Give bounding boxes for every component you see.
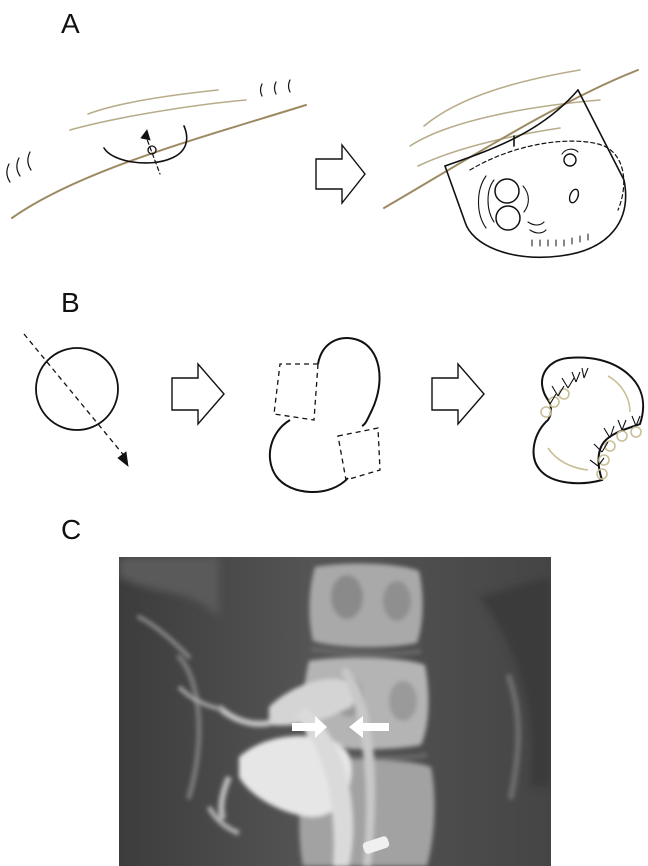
direction-arrowhead <box>141 130 150 140</box>
suture-knot <box>559 389 569 399</box>
lower-half-outline <box>270 420 348 492</box>
skin-fold-line <box>70 100 246 130</box>
panel-label-a: A <box>61 10 80 38</box>
initial-incision-sketch <box>7 80 306 218</box>
everted-flap-sketch <box>384 70 638 257</box>
mucosal-fold <box>528 222 544 225</box>
closure-tick-row <box>532 234 588 246</box>
panel-label-c: C <box>61 516 81 544</box>
suture-stitch <box>590 416 636 466</box>
lumen-ring <box>496 206 520 230</box>
anastomosis-step <box>534 358 644 484</box>
panel-b-diagram <box>0 320 648 510</box>
skin-fold-line <box>410 100 600 146</box>
hair-stroke <box>7 164 10 182</box>
mucosa-highlight <box>548 448 588 470</box>
skin-fold-line <box>88 90 218 114</box>
anastomosis-outline <box>534 358 644 484</box>
suture-knot <box>549 397 559 407</box>
step-arrow-icon <box>432 364 484 424</box>
mucosal-fold <box>479 176 487 228</box>
skin-fold-line <box>424 70 580 126</box>
cut-line-arrowhead <box>118 452 128 466</box>
suture-row-upper <box>541 368 588 417</box>
step-arrow-icon <box>316 145 365 203</box>
mucosal-fold <box>523 186 528 212</box>
panel-a-diagram <box>0 50 648 275</box>
upper-flap-dashed <box>274 364 318 420</box>
panel-label-b: B <box>61 289 80 317</box>
upper-half-outline <box>318 338 380 426</box>
lumen-ring <box>495 179 519 203</box>
mucosa-highlight <box>608 376 630 412</box>
transection-step <box>24 334 128 466</box>
papilla-fold <box>562 149 578 154</box>
spatulation-step <box>270 338 380 492</box>
suture-knot <box>605 441 615 451</box>
pedicle <box>383 581 411 621</box>
lower-flap-dashed <box>338 428 380 480</box>
ductal-opening <box>568 188 580 204</box>
papilla-opening <box>564 154 576 166</box>
suture-knot <box>617 431 627 441</box>
pedicle <box>389 681 417 721</box>
flap-dashed-margin <box>470 141 624 210</box>
duct-cross-section <box>36 348 118 430</box>
hair-stroke <box>17 158 20 176</box>
hair-stroke <box>28 152 31 170</box>
hair-stroke <box>289 80 291 92</box>
mucosal-fold <box>530 230 546 233</box>
suture-stitch <box>550 368 588 404</box>
pedicle <box>331 575 363 619</box>
cut-line-dashed <box>24 334 126 458</box>
suture-knot <box>541 407 551 417</box>
suture-knot <box>631 427 641 437</box>
hair-stroke <box>261 84 263 96</box>
xray-radiograph <box>119 557 551 866</box>
mucosal-fold <box>488 180 494 222</box>
hair-stroke <box>275 82 277 94</box>
step-arrow-icon <box>172 364 224 424</box>
